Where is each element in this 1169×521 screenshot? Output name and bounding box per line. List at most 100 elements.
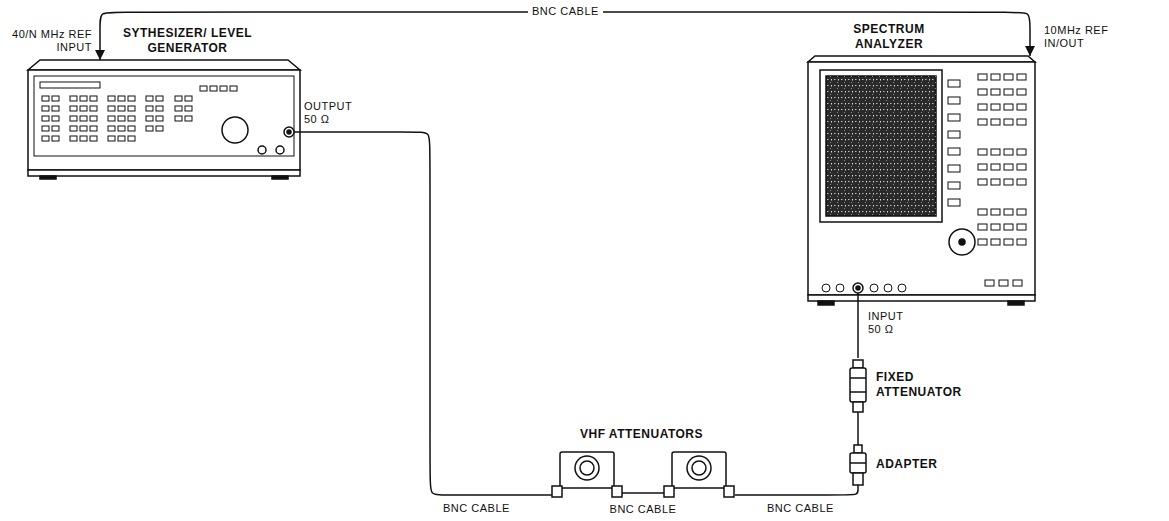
synth-button [52,96,59,101]
synth-button [200,86,207,91]
equipment-label: VHF ATTENUATORS [548,427,735,442]
output-stub [294,131,300,133]
analyzer-button [991,179,1000,185]
synth-button [175,96,182,101]
synth-button [70,116,77,121]
spectrum-analyzer-instrument: SPECTRUM ANALYZER [808,56,1035,305]
fixed-attenuator-body [850,368,866,402]
synth-button [128,106,135,111]
analyzer-button [991,149,1000,155]
synth-knob [222,117,248,143]
equipment-label: ADAPTER [876,457,938,472]
synth-button [185,96,192,101]
synth-button [90,126,97,131]
vhf-attenuator-body [560,452,614,488]
output-connector [284,127,294,137]
equipment-label: FIXED ATTENUATOR [876,370,980,400]
synth-button [128,136,135,141]
synth-button [156,106,163,111]
synth-button [90,106,97,111]
analyzer-button [999,280,1008,286]
synth-button [52,116,59,121]
synth-button [118,106,125,111]
synth-panel [34,76,294,156]
analyzer-button [1004,149,1013,155]
analyzer-button [991,239,1000,245]
analyzer-buttons [822,74,1026,292]
analyzer-button [1017,89,1026,95]
synth-display [40,82,100,88]
synth-button [146,96,153,101]
softkey [948,182,960,189]
adapter-neck [854,445,862,453]
synth-button [128,96,135,101]
analyzer-button [1004,164,1013,170]
input-connector [853,283,863,293]
analyzer-button [1004,209,1013,215]
synth-button [185,106,192,111]
analyzer-button [991,224,1000,230]
analyzer-button [1013,280,1022,286]
synth-jack [276,146,284,154]
synth-button [42,116,49,121]
softkey [948,199,960,206]
vhf-attenuator-dial-inner [580,461,594,475]
analyzer-base [808,295,1035,301]
synth-button [118,126,125,131]
analyzer-button [978,119,987,125]
analyzer-button [978,224,987,230]
synth-button [220,86,227,91]
ref-in-out-label: 10MHz REF IN/OUT [1044,24,1116,50]
front-jack [884,284,892,292]
vhf-attenuator-body [672,452,726,488]
analyzer-button [1004,119,1013,125]
fixed-attenuator-band [850,391,866,393]
synth-button [80,96,87,101]
output-connector-pin [287,130,291,134]
softkey [948,165,960,172]
synth-button [118,136,125,141]
analyzer-front [808,62,1035,295]
ref-input-label: 40/N MHz REF INPUT [2,28,92,54]
vhf-connector [552,486,562,497]
synth-button [128,126,135,131]
analyzer-button [1017,119,1026,125]
synth-button [128,116,135,121]
synth-button [118,116,125,121]
analyzer-button [1017,209,1026,215]
vhf-connector [664,486,674,497]
fixed-attenuator-drawing [850,360,866,412]
synth-button [175,106,182,111]
analyzer-button [1017,104,1026,110]
screen-noise [826,76,936,216]
synth-button [80,116,87,121]
analyzer-button [985,280,994,286]
analyzer-button [991,119,1000,125]
synth-button [42,106,49,111]
analyzer-button [978,149,987,155]
analyzer-button [1017,239,1026,245]
analyzer-knob-center [959,239,965,245]
bnc-cable [300,132,548,495]
synth-button [42,96,49,101]
analyzer-button [1004,89,1013,95]
analyzer-button [1017,179,1026,185]
analyzer-drawing [808,56,1035,305]
softkey [948,131,960,138]
bnc-cable [857,305,859,358]
vhf-stub [548,494,552,496]
synth-button [90,136,97,141]
bnc-cable [735,485,858,495]
fixed-attenuator: FIXED ATTENUATOR [848,358,986,412]
vhf-attenuator-dial [575,456,599,480]
synth-button [146,106,153,111]
synth-button [175,116,182,121]
analyzer-button [978,209,987,215]
analyzer-button [991,74,1000,80]
synth-foot [272,176,288,179]
cable-label: BNC CABLE [528,5,603,18]
synth-button [185,116,192,121]
